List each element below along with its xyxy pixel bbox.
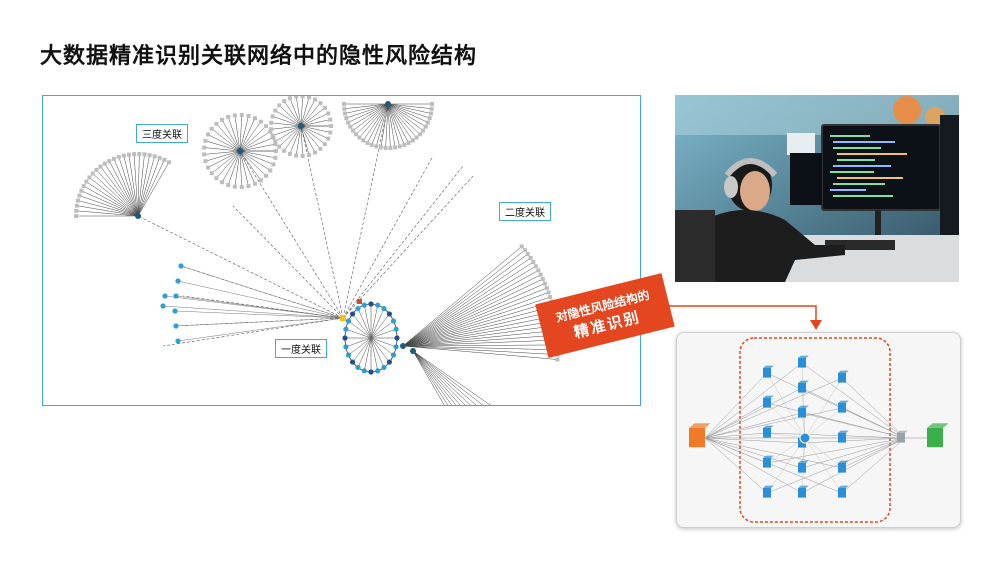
risk-node-15	[838, 485, 849, 498]
left-small-cluster	[160, 263, 344, 344]
risk-node-10	[798, 485, 809, 498]
third-degree-fan-small	[269, 96, 333, 158]
risk-node-6	[798, 380, 809, 393]
first-degree-label: 一度关联	[275, 339, 327, 358]
third-degree-fan-round	[202, 113, 278, 189]
third-degree-fan-left	[74, 152, 171, 219]
risk-structure-graph-icon	[689, 337, 949, 523]
second-degree-fan-lower	[410, 348, 491, 405]
second-degree-fan-right	[400, 244, 560, 362]
risk-node-1	[763, 395, 774, 408]
second-degree-label: 二度关联	[499, 202, 551, 221]
risk-node-4	[763, 485, 774, 498]
risk-node-5	[798, 355, 809, 368]
risk-node	[357, 299, 362, 304]
risk-node-3	[763, 455, 774, 468]
developer-at-workstation-icon	[675, 95, 959, 282]
center-risk-node	[799, 432, 811, 444]
risk-structure-diagram	[676, 332, 961, 528]
first-degree-ring	[342, 301, 400, 375]
page-title: 大数据精准识别关联网络中的隐性风险结构	[40, 44, 478, 69]
risk-node-2	[763, 425, 774, 438]
risk-boundary	[739, 337, 891, 523]
risk-node-9	[798, 460, 809, 473]
third-degree-fan-top	[342, 101, 434, 150]
risk-node-12	[838, 400, 849, 413]
risk-node-14	[838, 460, 849, 473]
association-network-graph: 三度关联 二度关联 一度关联	[42, 95, 641, 406]
third-degree-label: 三度关联	[136, 124, 188, 143]
target-entity-node	[927, 423, 949, 448]
source-entity-node	[689, 423, 711, 448]
risk-node-7	[798, 405, 809, 418]
developer-photo	[675, 95, 959, 282]
hub-node	[340, 315, 346, 321]
risk-node-0	[763, 365, 774, 378]
network-graph-canvas	[74, 96, 560, 405]
risk-node-13	[838, 430, 849, 443]
risk-node-11	[838, 370, 849, 383]
relay-node	[897, 430, 908, 443]
